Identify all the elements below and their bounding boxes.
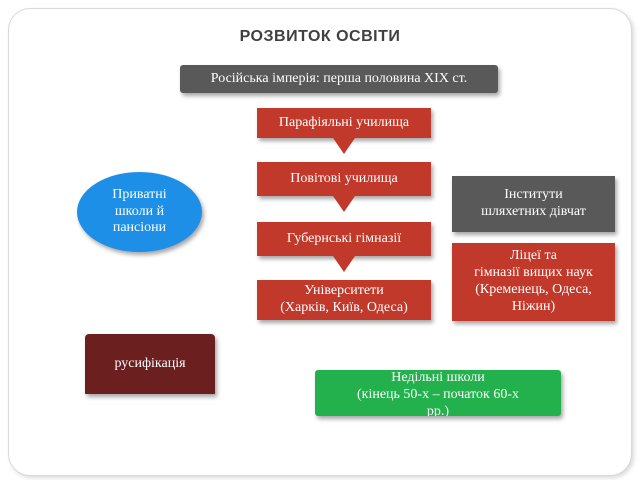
arrow-down-icon — [333, 196, 355, 212]
institutes-box: Інститути шляхетних дівчат — [452, 176, 615, 232]
arrow-down-icon — [333, 256, 355, 272]
lyceums-line4: Ніжин) — [511, 298, 556, 314]
russification-box: русифікація — [85, 334, 215, 394]
lyceums-line1: Ліцеї та — [510, 248, 557, 264]
universities-cities: (Харків, Київ, Одеса) — [280, 300, 408, 315]
lyceums-box: Ліцеї та гімназії вищих наук (Кременець,… — [452, 243, 615, 321]
parish-schools-box: Парафіяльні училища — [257, 108, 431, 138]
sunday-line3: рр.) — [426, 403, 450, 416]
sunday-line1: Недільні школи — [391, 370, 485, 385]
private-line1: Приватні — [112, 186, 167, 202]
arrow-down-icon — [333, 138, 355, 154]
page-title: РОЗВИТОК ОСВІТИ — [239, 28, 401, 45]
sunday-line2: (кінець 50-х – початок 60-х — [356, 386, 520, 402]
district-schools-box: Повітові училища — [257, 162, 431, 196]
institutes-line1: Інститути — [504, 187, 563, 203]
private-line2: школи й — [114, 203, 165, 219]
sunday-schools-box: Недільні школи (кінець 50-х – початок 60… — [315, 370, 561, 416]
lyceums-line3: (Кременець, Одеса, — [475, 282, 592, 297]
institutes-line2: шляхетних дівчат — [481, 204, 586, 219]
lyceums-line2: гімназії вищих наук — [474, 265, 593, 281]
private-schools-ellipse: Приватні школи й пансіони — [77, 172, 202, 252]
empire-box: Російська імперія: перша половина XIX ст… — [180, 65, 498, 93]
universities-box: Університети (Харків, Київ, Одеса) — [257, 280, 431, 320]
gymnasiums-box: Губернські гімназії — [257, 222, 431, 256]
universities-label: Університети — [304, 283, 384, 299]
private-line3: пансіони — [112, 220, 167, 236]
